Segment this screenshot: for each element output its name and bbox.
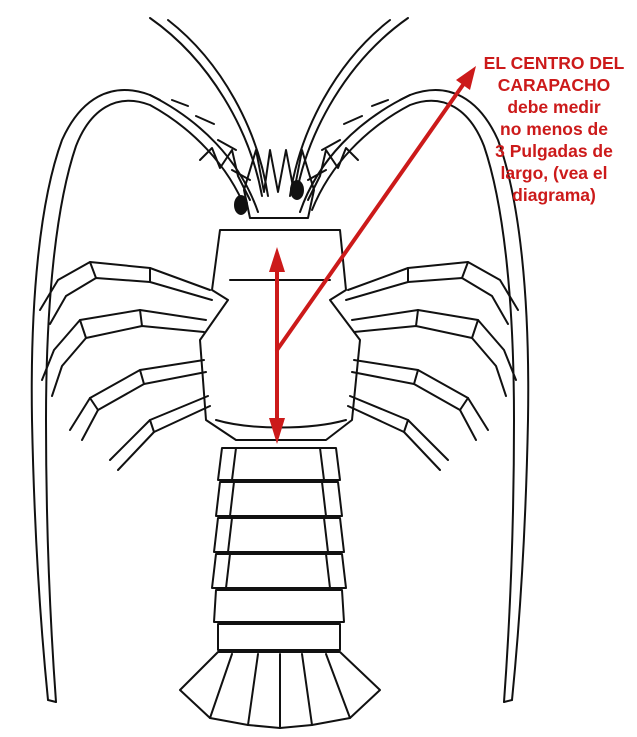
right-legs [346, 262, 518, 470]
abdomen [212, 448, 346, 650]
caption-line: 3 Pulgadas de [470, 140, 637, 162]
caption-line: EL CENTRO DEL [470, 52, 637, 74]
caption-line: largo, (vea el [470, 162, 637, 184]
left-legs [40, 262, 212, 470]
caption-line: debe medir [470, 96, 637, 118]
head [200, 148, 358, 218]
arrowheads [269, 66, 476, 444]
left-antenna [32, 90, 258, 702]
diagonal-arrow-line [277, 82, 465, 350]
carapace-caption: EL CENTRO DEL CARAPACHO debe medir no me… [470, 52, 637, 206]
caption-line: no menos de [470, 118, 637, 140]
arrowhead-up [269, 247, 285, 272]
caption-line: diagrama) [470, 184, 637, 206]
tail-fan [180, 652, 380, 728]
caption-line: CARAPACHO [470, 74, 637, 96]
